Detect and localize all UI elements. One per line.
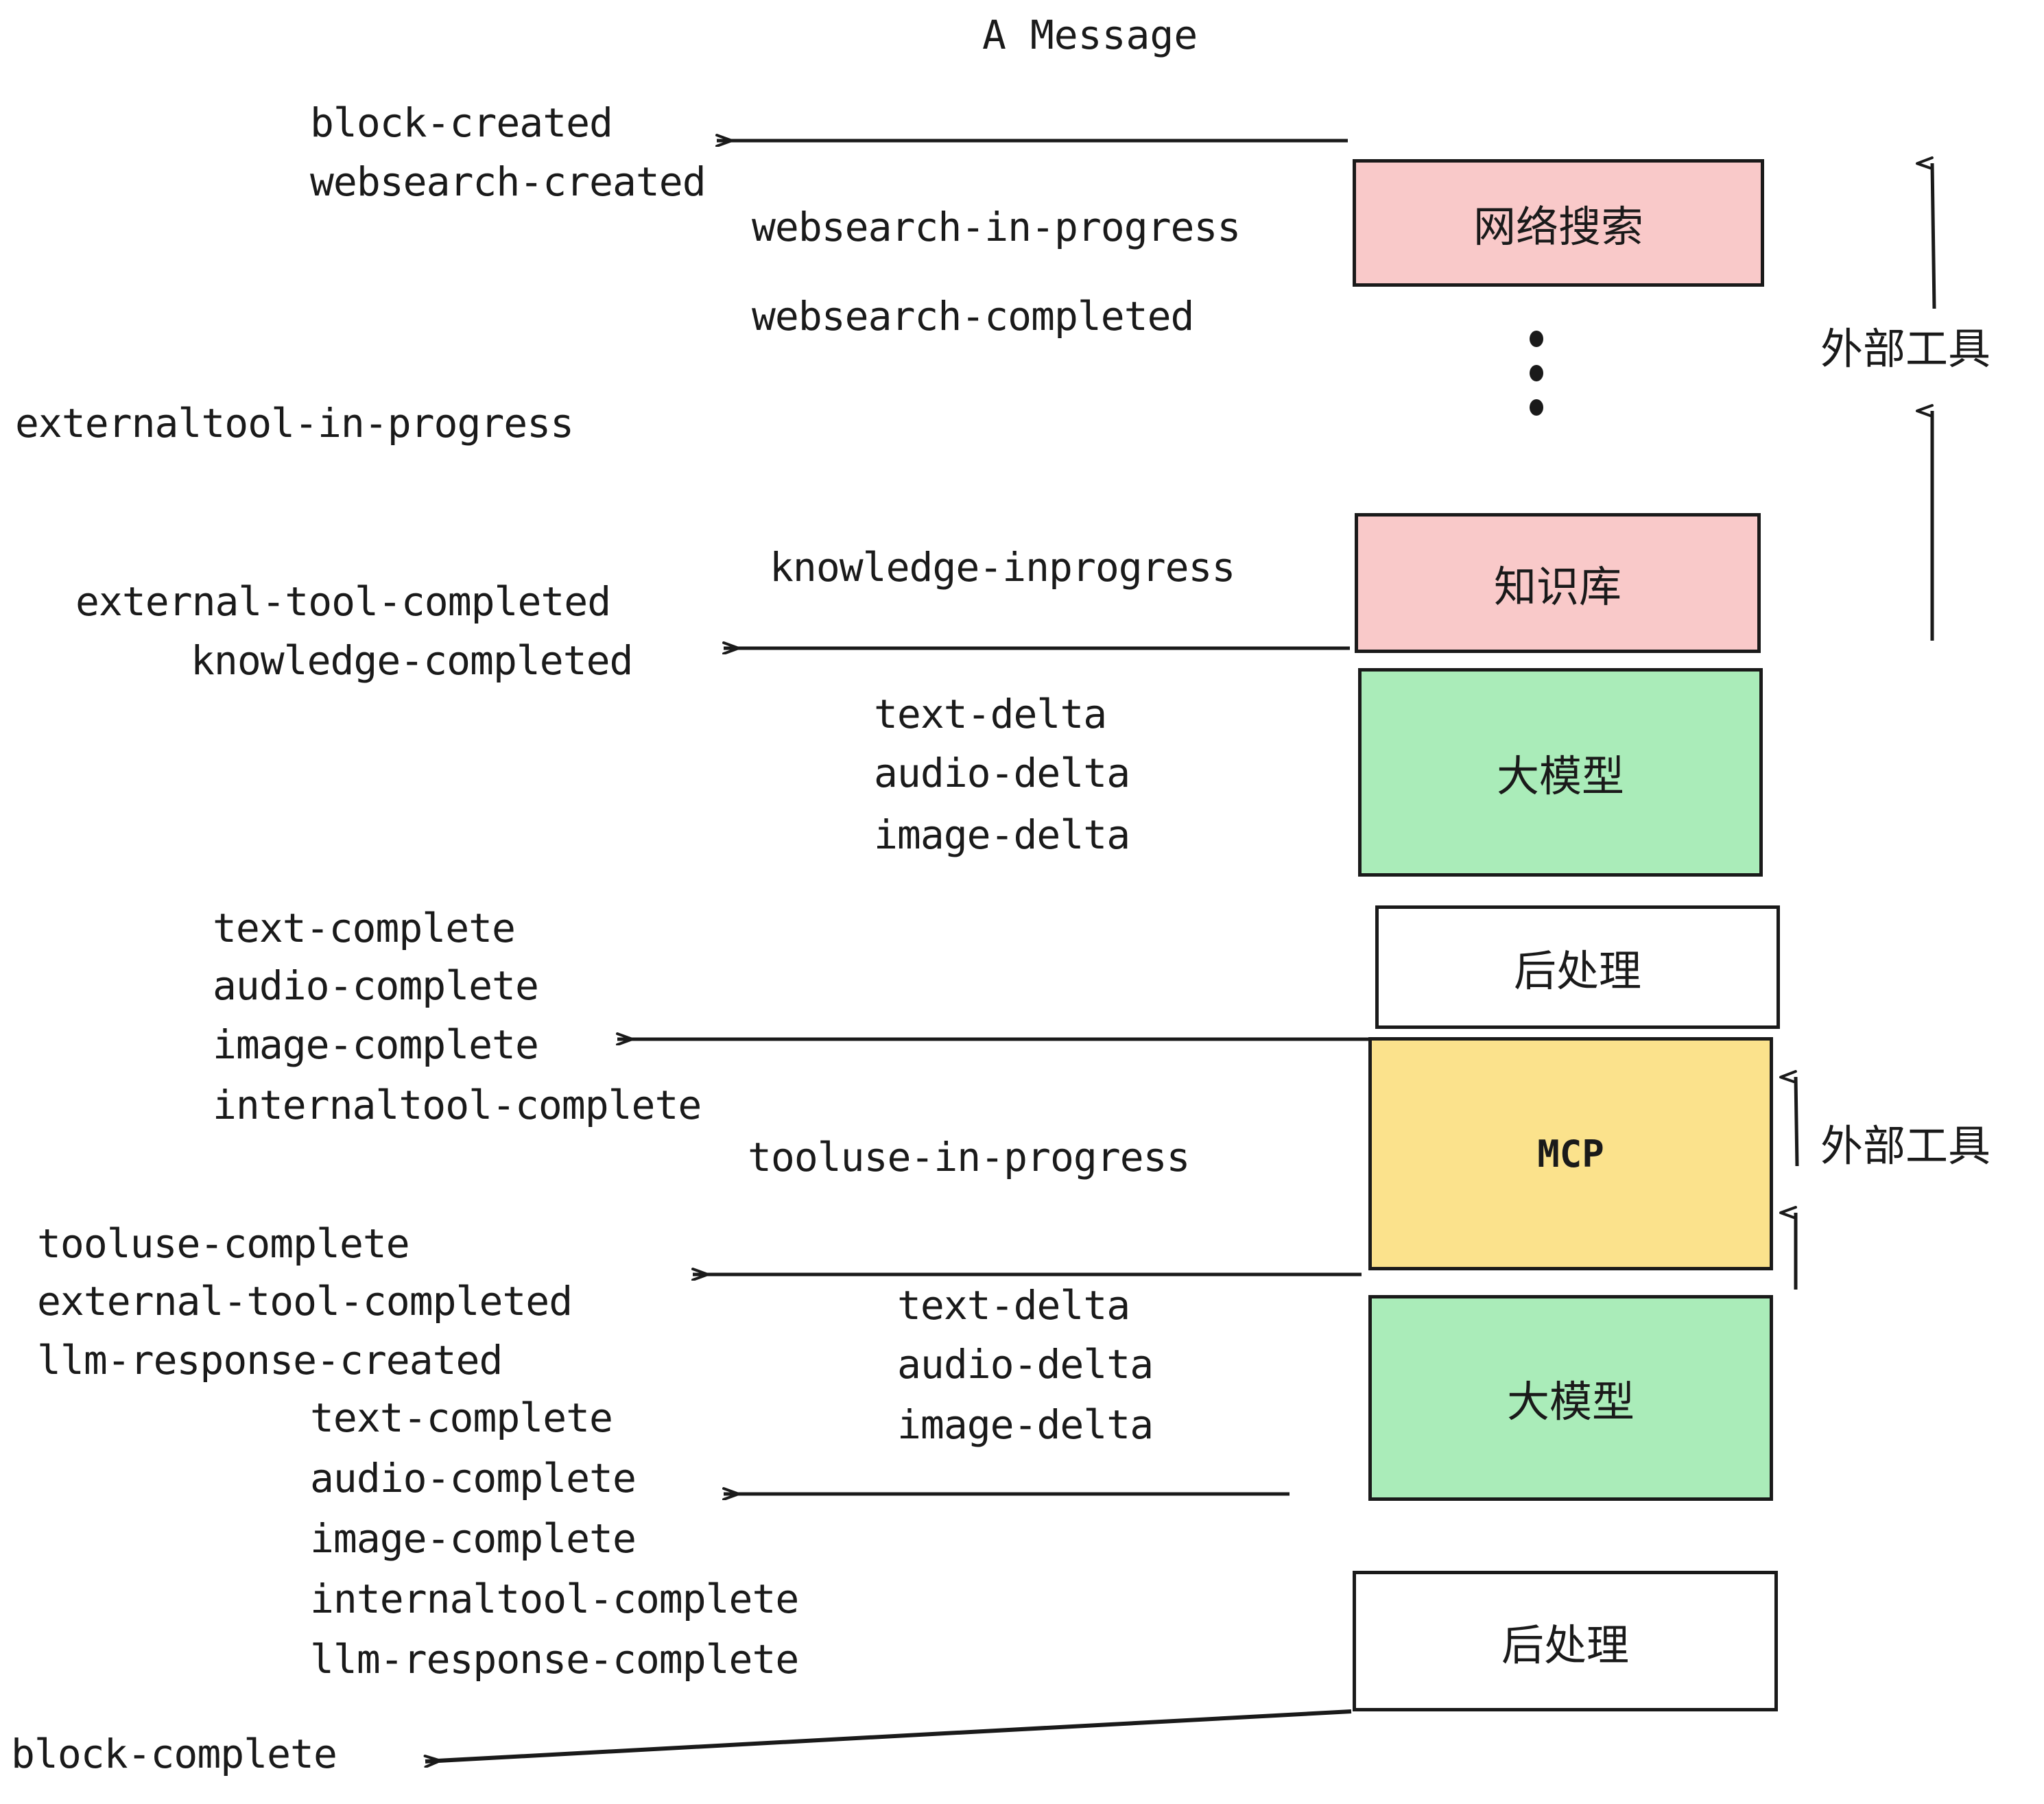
event-label-llm-response-complete: llm-response-complete xyxy=(310,1636,799,1683)
event-label-external-tool-completed-2: external-tool-completed xyxy=(37,1278,573,1325)
event-label-knowledge-inprogress: knowledge-inprogress xyxy=(770,544,1235,591)
node-postprocess-1[interactable]: 后处理 xyxy=(1375,905,1780,1029)
node-websearch-label: 网络搜索 xyxy=(1473,202,1643,252)
external-tool-arrow-bottom-up xyxy=(1796,1077,1799,1167)
page-title: A Message xyxy=(982,12,1198,58)
external-tool-arrow-top-up xyxy=(1932,163,1936,309)
event-label-image-complete-1: image-complete xyxy=(213,1021,539,1068)
arrow-postprocess2-to-block-complete xyxy=(425,1709,1352,1761)
event-label-image-delta-1: image-delta xyxy=(874,811,1130,858)
node-knowledge-label: 知识库 xyxy=(1493,562,1621,612)
event-label-internaltool-complete-1: internaltool-complete xyxy=(213,1082,702,1128)
ellipsis-dots xyxy=(1530,331,1543,416)
event-label-audio-delta-2: audio-delta xyxy=(897,1341,1154,1388)
node-llm-2-label: 大模型 xyxy=(1506,1377,1635,1427)
event-label-internaltool-complete-2: internaltool-complete xyxy=(310,1576,799,1622)
node-knowledge[interactable]: 知识库 xyxy=(1355,513,1761,653)
event-label-tooluse-in-progress: tooluse-in-progress xyxy=(748,1134,1190,1180)
node-llm-1-label: 大模型 xyxy=(1496,751,1624,801)
node-llm-2[interactable]: 大模型 xyxy=(1368,1295,1773,1501)
external-tool-label-bottom: 外部工具 xyxy=(1820,1121,1991,1171)
dot-2 xyxy=(1530,365,1543,381)
event-label-audio-complete-2: audio-complete xyxy=(310,1455,637,1502)
event-label-llm-response-created: llm-response-created xyxy=(37,1337,503,1384)
event-label-external-tool-completed-1: external-tool-completed xyxy=(75,578,611,625)
event-label-externaltool-in-progress: externaltool-in-progress xyxy=(15,400,574,447)
dot-3 xyxy=(1530,399,1543,416)
event-label-image-delta-2: image-delta xyxy=(897,1401,1154,1448)
event-label-text-delta-1: text-delta xyxy=(874,691,1107,737)
event-label-text-complete-2: text-complete xyxy=(310,1394,613,1441)
node-postprocess-2-label: 后处理 xyxy=(1501,1619,1629,1670)
node-postprocess-1-label: 后处理 xyxy=(1513,946,1641,996)
event-label-websearch-created: websearch-created xyxy=(310,158,706,205)
event-label-block-complete: block-complete xyxy=(11,1731,337,1777)
node-postprocess-2[interactable]: 后处理 xyxy=(1353,1571,1778,1711)
external-tool-label-top: 外部工具 xyxy=(1820,324,1991,374)
event-label-text-delta-2: text-delta xyxy=(897,1282,1130,1329)
event-label-websearch-completed: websearch-completed xyxy=(752,293,1194,340)
event-label-block-created: block-created xyxy=(310,99,613,146)
dot-1 xyxy=(1530,331,1543,347)
node-mcp[interactable]: MCP xyxy=(1368,1037,1773,1270)
event-label-tooluse-complete: tooluse-complete xyxy=(37,1220,410,1267)
node-llm-1[interactable]: 大模型 xyxy=(1358,668,1763,877)
event-label-image-complete-2: image-complete xyxy=(310,1515,637,1562)
node-websearch[interactable]: 网络搜索 xyxy=(1353,159,1764,287)
event-label-audio-complete-1: audio-complete xyxy=(213,962,539,1009)
event-label-audio-delta-1: audio-delta xyxy=(874,750,1130,796)
event-label-knowledge-completed: knowledge-completed xyxy=(191,637,633,684)
node-mcp-label: MCP xyxy=(1537,1132,1604,1176)
event-label-websearch-in-progress: websearch-in-progress xyxy=(752,204,1241,250)
event-label-text-complete-1: text-complete xyxy=(213,905,516,951)
